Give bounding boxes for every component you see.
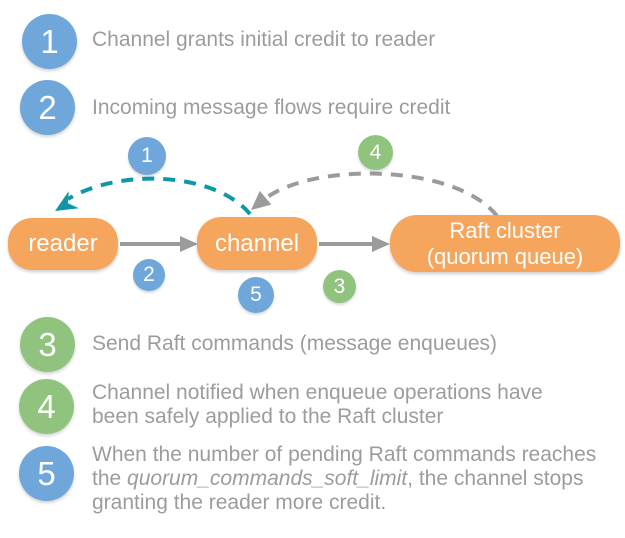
- legend-step-3-number: 3: [38, 325, 57, 363]
- legend-step-5-circle: 5: [19, 446, 74, 501]
- diagram-badge-1: 1: [128, 137, 166, 175]
- legend-step-2-text: Incoming message flows require credit: [92, 96, 451, 119]
- legend-step-4-line2: been safely applied to the Raft cluster: [92, 405, 444, 428]
- legend-step-4-text: Channel notified when enqueue operations…: [92, 381, 612, 429]
- reader-box-label: reader: [28, 230, 98, 257]
- channel-box: channel: [197, 217, 317, 270]
- reader-to-channel-arrow: [120, 236, 198, 252]
- legend-step-4-number: 4: [37, 387, 56, 425]
- soft-limit-variable: quorum_commands_soft_limit: [127, 467, 408, 490]
- diagram-badge-5: 5: [238, 277, 274, 313]
- legend-step-4-circle: 4: [19, 379, 74, 434]
- legend-step-5-line1: When the number of pending Raft commands…: [92, 443, 597, 466]
- reader-box: reader: [8, 218, 118, 270]
- raft-cluster-box: Raft cluster (quorum queue): [390, 215, 620, 272]
- channel-box-label: channel: [214, 229, 300, 257]
- legend-step-2-number: 2: [38, 88, 57, 126]
- diagram-badge-2: 2: [133, 259, 165, 291]
- diagram-badge-3: 3: [323, 270, 356, 303]
- legend-step-3-text: Send Raft commands (message enqueues): [92, 332, 498, 355]
- raft-cluster-box-line1: Raft cluster: [449, 217, 561, 243]
- diagram-badge-4: 4: [358, 135, 393, 170]
- legend-step-1-number: 1: [40, 22, 59, 60]
- legend-step-5-number: 5: [37, 454, 56, 492]
- legend-step-4-line1: Channel notified when enqueue operations…: [92, 381, 543, 404]
- raft-cluster-box-line2: (quorum queue): [426, 243, 584, 269]
- legend-step-5-line3: granting the reader more credit.: [92, 491, 387, 514]
- legend-step-2-circle: 2: [20, 80, 75, 135]
- legend-step-1-text: Channel grants initial credit to reader: [92, 28, 436, 51]
- legend-step-5-line2: the quorum_commands_soft_limit, the chan…: [92, 467, 584, 490]
- legend-step-3-circle: 3: [20, 317, 75, 372]
- legend-step-5-text: When the number of pending Raft commands…: [92, 443, 612, 515]
- channel-to-raft-arrow: [319, 236, 390, 252]
- enqueue-ack-dashed-arrow: [251, 171, 499, 218]
- credit-grant-dashed-arrow: [55, 176, 252, 216]
- legend-step-1-circle: 1: [22, 14, 77, 69]
